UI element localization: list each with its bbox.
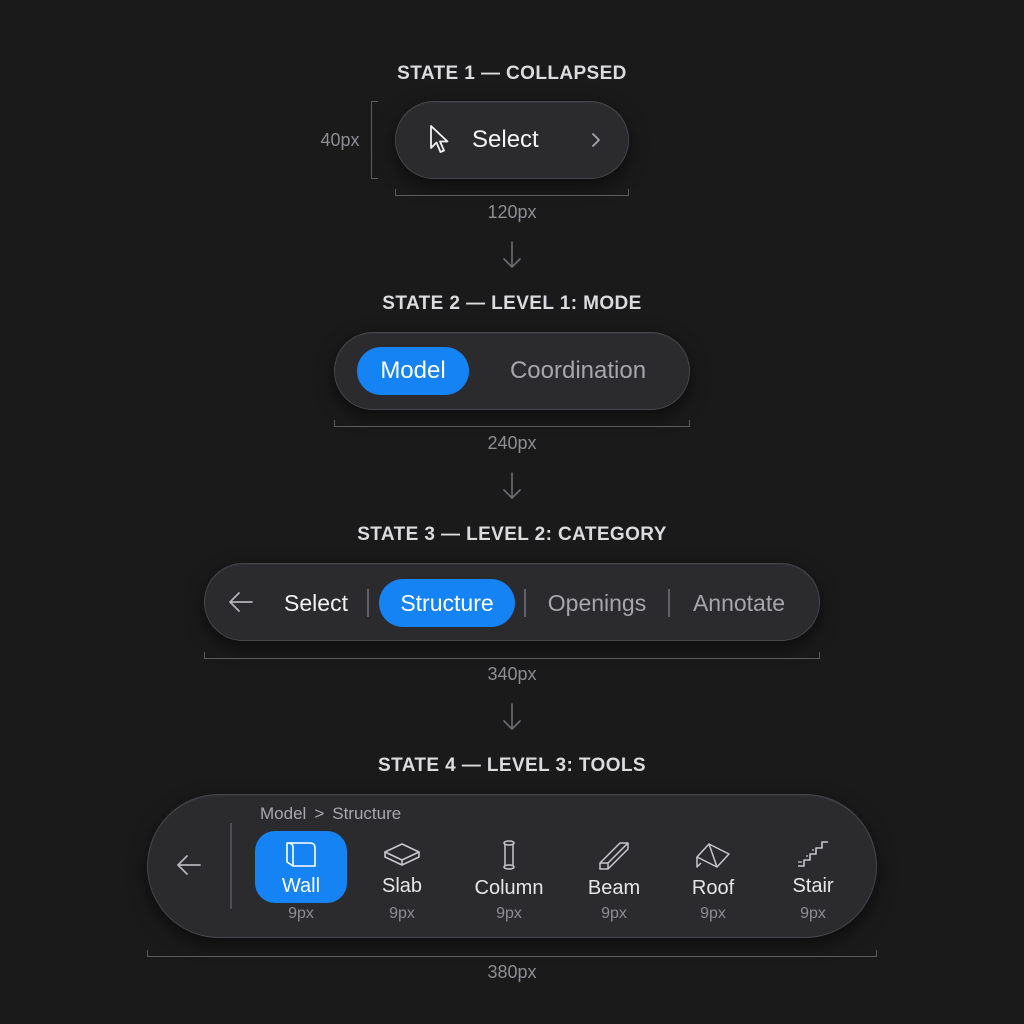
mode-option-model[interactable]: Model	[357, 347, 469, 395]
state-4-title: STATE 4 — LEVEL 3: TOOLS	[378, 755, 646, 776]
stair-icon	[795, 839, 831, 869]
tool-roof[interactable]: Roof 9px	[666, 831, 760, 923]
tool-slab[interactable]: Slab 9px	[355, 831, 449, 923]
arrow-down-icon	[0, 471, 1024, 501]
tool-column-size: 9px	[496, 905, 522, 922]
tool-column-area: Column	[463, 831, 555, 903]
tool-column-label: Column	[474, 877, 544, 899]
tool-slab-area: Slab	[356, 831, 448, 903]
tool-wall[interactable]: Wall 9px	[254, 831, 348, 923]
tool-stair-label: Stair	[792, 875, 834, 897]
back-arrow-icon[interactable]	[175, 853, 203, 877]
slab-icon	[382, 839, 422, 869]
category-openings[interactable]: Openings	[547, 589, 647, 616]
tool-beam-area: Beam	[568, 831, 660, 903]
tool-roof-label: Roof	[691, 877, 735, 899]
wall-icon	[284, 839, 318, 869]
breadcrumb-model[interactable]: Model	[260, 804, 307, 823]
width-label-4: 380px	[487, 962, 537, 982]
back-arrow-icon[interactable]	[227, 590, 255, 614]
tool-beam[interactable]: Beam 9px	[567, 831, 661, 923]
state-3-title: STATE 3 — LEVEL 2: CATEGORY	[357, 524, 667, 545]
column-icon	[499, 839, 519, 871]
collapsed-select-pill[interactable]: Select	[395, 101, 629, 179]
tool-slab-label: Slab	[381, 875, 423, 897]
category-bar: Select Structure Openings Annotate	[204, 563, 820, 641]
cursor-icon	[428, 124, 452, 156]
category-select[interactable]: Select	[284, 589, 348, 616]
tools-bar: Model > Structure Wall 9px Slab	[147, 794, 877, 938]
width-bracket-4	[147, 950, 877, 957]
state-1-title: STATE 1 — COLLAPSED	[397, 63, 627, 84]
divider	[230, 823, 232, 909]
height-bracket	[371, 101, 378, 179]
chevron-right-icon	[590, 132, 602, 148]
tool-slab-size: 9px	[389, 905, 415, 922]
tool-roof-size: 9px	[700, 905, 726, 922]
mode-switcher: Model Coordination	[334, 332, 690, 410]
height-label: 40px	[320, 130, 360, 150]
divider	[524, 589, 526, 617]
tool-stair[interactable]: Stair 9px	[766, 831, 860, 923]
breadcrumb: Model > Structure	[260, 804, 401, 824]
width-label-1: 120px	[487, 202, 537, 222]
tool-roof-area: Roof	[667, 831, 759, 903]
tool-column[interactable]: Column 9px	[462, 831, 556, 923]
tool-wall-highlight: Wall	[255, 831, 347, 903]
tool-wall-size: 9px	[288, 905, 314, 922]
arrow-down-icon	[0, 240, 1024, 270]
tool-wall-label: Wall	[281, 875, 321, 897]
width-bracket-1	[395, 189, 629, 196]
collapsed-select-label: Select	[472, 126, 539, 153]
width-label-2: 240px	[487, 433, 537, 453]
width-label-3: 340px	[487, 664, 537, 684]
divider	[367, 589, 369, 617]
width-bracket-3	[204, 652, 820, 659]
tool-stair-size: 9px	[800, 905, 826, 922]
mode-option-coordination[interactable]: Coordination	[509, 357, 647, 384]
beam-icon	[596, 839, 632, 871]
category-structure[interactable]: Structure	[379, 579, 515, 627]
width-bracket-2	[334, 420, 690, 427]
tool-stair-area: Stair	[767, 831, 859, 903]
tool-beam-label: Beam	[587, 877, 641, 899]
tool-beam-size: 9px	[601, 905, 627, 922]
breadcrumb-structure[interactable]: Structure	[332, 804, 402, 823]
state-2-title: STATE 2 — LEVEL 1: MODE	[382, 293, 642, 314]
divider	[668, 589, 670, 617]
breadcrumb-separator: >	[314, 804, 325, 823]
roof-icon	[693, 839, 733, 871]
category-annotate[interactable]: Annotate	[692, 589, 786, 616]
arrow-down-icon	[0, 702, 1024, 732]
